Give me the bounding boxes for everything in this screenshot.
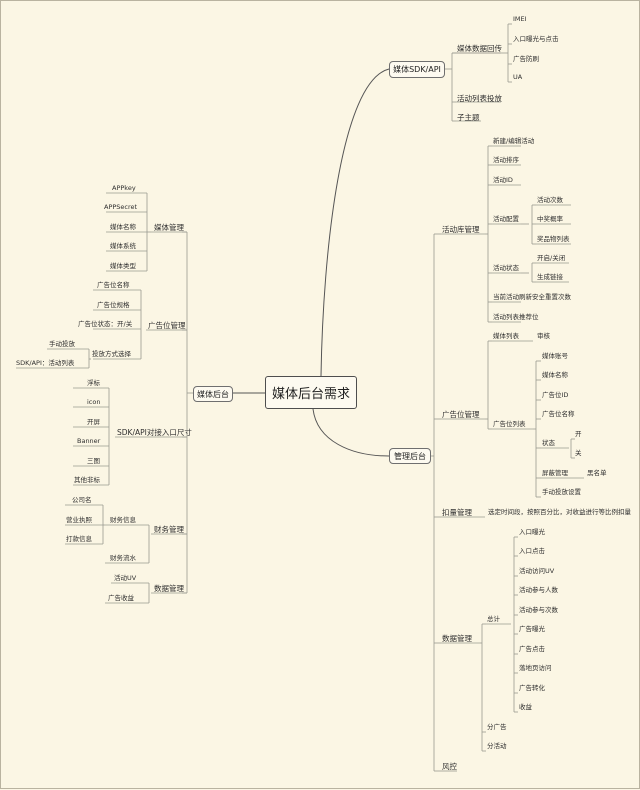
node-adpos-account[interactable]: 媒体账号 — [542, 352, 568, 360]
node-total-entry-click[interactable]: 入口点击 — [519, 547, 545, 555]
node-total-revenue[interactable]: 收益 — [519, 703, 532, 711]
node-media-mgmt[interactable]: 媒体管理 — [154, 223, 184, 232]
node-size-banner[interactable]: Banner — [77, 437, 101, 445]
root-node[interactable]: 媒体后台需求 — [265, 376, 357, 409]
node-activity-lib[interactable]: 活动库管理 — [442, 225, 480, 234]
node-risk[interactable]: 风控 — [442, 762, 457, 771]
node-size-icon[interactable]: icon — [87, 398, 101, 406]
node-media-adpos-spec[interactable]: 广告位规格 — [97, 301, 130, 309]
node-delivery-manual[interactable]: 手动投放 — [49, 340, 75, 348]
node-size-float[interactable]: 浮标 — [87, 379, 100, 387]
node-media-appkey[interactable]: APPkey — [112, 184, 136, 192]
node-activity-status[interactable]: 活动状态 — [493, 264, 519, 272]
node-size-splash[interactable]: 开屏 — [87, 418, 100, 426]
node-sdk-subtopic[interactable]: 子主题 — [457, 113, 480, 122]
node-activity-recommend[interactable]: 活动列表推荐位 — [493, 313, 539, 321]
node-sdk-sizes[interactable]: SDK/API对接入口尺寸 — [117, 428, 192, 437]
node-total-participations[interactable]: 活动参与次数 — [519, 606, 558, 614]
node-activity-id[interactable]: 活动ID — [493, 176, 513, 184]
node-deduct-note[interactable]: 选定时间段，按照百分比，对收益进行等比例扣量 — [488, 508, 631, 516]
node-data-revenue[interactable]: 广告收益 — [108, 594, 134, 602]
node-fin-company[interactable]: 公司名 — [72, 496, 92, 504]
node-config-prizes[interactable]: 奖品物列表 — [537, 235, 570, 243]
branch-manage-backend[interactable]: 管理后台 — [389, 448, 431, 464]
node-status-link[interactable]: 生成链接 — [537, 273, 563, 281]
node-media-adpos-state[interactable]: 广告位状态：开/关 — [78, 320, 133, 328]
node-audit[interactable]: 审核 — [537, 332, 550, 340]
node-sdk-ua[interactable]: UA — [513, 73, 523, 81]
node-media-adpos-name[interactable]: 广告位名称 — [97, 281, 130, 289]
node-size-other[interactable]: 其他非标 — [74, 476, 100, 484]
node-fin-payment[interactable]: 打款信息 — [66, 535, 92, 543]
node-config-prob[interactable]: 中奖概率 — [537, 215, 563, 223]
node-size-three[interactable]: 三图 — [87, 457, 100, 465]
node-deduct[interactable]: 扣量管理 — [442, 508, 472, 517]
node-finance[interactable]: 财务管理 — [154, 525, 184, 534]
node-total[interactable]: 总计 — [487, 615, 500, 623]
node-fin-license[interactable]: 营业执照 — [66, 516, 92, 524]
node-adpos-id[interactable]: 广告位ID — [542, 391, 569, 399]
node-adpos-state[interactable]: 状态 — [542, 439, 555, 447]
node-by-activity[interactable]: 分活动 — [487, 742, 507, 750]
node-sdk-activity-list[interactable]: 活动列表投放 — [457, 94, 502, 103]
node-media-system[interactable]: 媒体系统 — [110, 242, 136, 250]
node-sdk-exposure[interactable]: 入口曝光与点击 — [513, 35, 559, 43]
node-sdk-antifraud[interactable]: 广告防刷 — [513, 55, 539, 63]
node-fin-info[interactable]: 财务信息 — [110, 516, 136, 524]
node-sdk-imei[interactable]: IMEI — [513, 15, 527, 23]
node-total-landing[interactable]: 落地页访问 — [519, 664, 552, 672]
node-state-on[interactable]: 开 — [575, 430, 582, 438]
node-total-uv[interactable]: 活动访问UV — [519, 567, 555, 575]
node-activity-edit[interactable]: 新建/编辑活动 — [493, 137, 535, 145]
node-blacklist[interactable]: 黑名单 — [587, 469, 607, 477]
node-media-appsecret[interactable]: APPSecret — [104, 203, 138, 211]
node-media-delivery[interactable]: 投放方式选择 — [92, 350, 131, 358]
node-media-adpos[interactable]: 广告位管理 — [148, 321, 186, 330]
node-status-toggle[interactable]: 开启/关闭 — [537, 254, 566, 262]
node-delivery-sdk[interactable]: SDK/API：活动列表 — [16, 359, 75, 367]
node-data-mgmt[interactable]: 数据管理 — [442, 634, 472, 643]
node-activity-config[interactable]: 活动配置 — [493, 215, 519, 223]
node-adpos-block[interactable]: 屏蔽管理 — [542, 469, 568, 477]
node-fin-flow[interactable]: 财务流水 — [110, 554, 136, 562]
node-adpos-name[interactable]: 广告位名称 — [542, 410, 575, 418]
node-sdk-report[interactable]: 媒体数据回传 — [457, 44, 502, 53]
node-activity-reset[interactable]: 当前活动刷新安全重置次数 — [493, 293, 571, 301]
node-media-data[interactable]: 数据管理 — [154, 584, 184, 593]
node-activity-sort[interactable]: 活动排序 — [493, 156, 519, 164]
node-total-ad-exposure[interactable]: 广告曝光 — [519, 625, 545, 633]
node-total-participants[interactable]: 活动参与人数 — [519, 586, 558, 594]
node-by-ad[interactable]: 分广告 — [487, 723, 507, 731]
node-adpos-list[interactable]: 广告位列表 — [493, 420, 526, 428]
node-adpos[interactable]: 广告位管理 — [442, 410, 480, 419]
node-media-type[interactable]: 媒体类型 — [110, 262, 136, 270]
node-total-conversion[interactable]: 广告转化 — [519, 684, 545, 692]
node-total-ad-click[interactable]: 广告点击 — [519, 645, 545, 653]
branch-sdk-api[interactable]: 媒体SDK/API — [389, 61, 445, 78]
node-media-name[interactable]: 媒体名称 — [110, 223, 136, 231]
node-total-entry-exposure[interactable]: 入口曝光 — [519, 528, 545, 536]
node-adpos-manual[interactable]: 手动投放设置 — [542, 488, 581, 496]
node-config-count[interactable]: 活动次数 — [537, 196, 563, 204]
node-adpos-media-name[interactable]: 媒体名称 — [542, 371, 568, 379]
node-state-off[interactable]: 关 — [575, 449, 582, 457]
node-media-list[interactable]: 媒体列表 — [493, 332, 519, 340]
node-data-uv[interactable]: 活动UV — [114, 574, 137, 582]
branch-media-backend[interactable]: 媒体后台 — [193, 386, 233, 402]
